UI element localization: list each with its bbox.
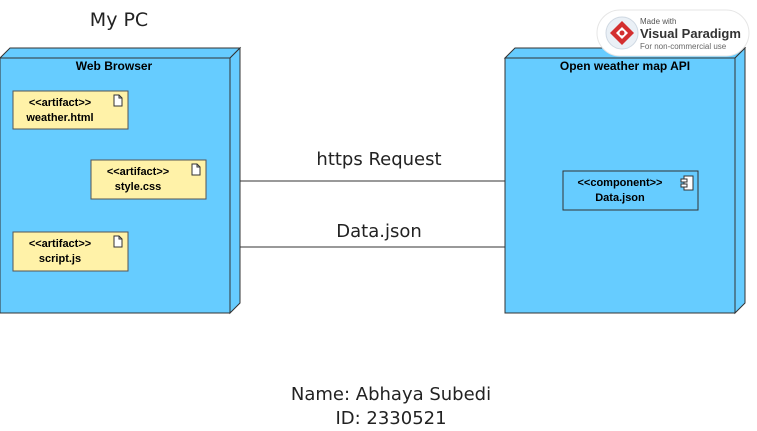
node-title: Open weather map API [560, 59, 690, 73]
artifact-box [12, 231, 129, 272]
visual-paradigm-watermark: Made with Visual Paradigm For non-commer… [596, 9, 750, 57]
component-icon [680, 175, 694, 191]
watermark-note: For non-commercial use [640, 42, 727, 51]
component-data-json[interactable]: <<component>> Data.json [562, 170, 699, 211]
artifact-script-js[interactable]: <<artifact>> script.js [12, 231, 129, 272]
artifact-stereotype: <<artifact>> [29, 97, 91, 109]
artifact-stereotype: <<artifact>> [29, 238, 91, 250]
connector-label: Data.json [336, 221, 422, 242]
connector-data-json[interactable]: Data.json [240, 221, 505, 248]
node-title: Web Browser [76, 59, 153, 73]
pc-label: My PC [90, 9, 148, 31]
connector-https-request[interactable]: https Request [240, 149, 505, 182]
author-id: ID: 2330521 [335, 408, 446, 429]
watermark-brand: Visual Paradigm [640, 26, 741, 41]
component-box [562, 170, 699, 211]
artifact-weather-html[interactable]: <<artifact>> weather.html [12, 90, 129, 130]
node-top-face [0, 47, 242, 59]
document-icon [191, 163, 201, 176]
artifact-box [12, 90, 129, 130]
artifact-stereotype: <<artifact>> [107, 166, 169, 178]
artifact-box [90, 159, 207, 200]
node-side-face [229, 46, 241, 315]
author-name: Name: Abhaya Subedi [291, 384, 491, 405]
artifact-name: weather.html [25, 112, 93, 124]
document-icon [113, 235, 123, 248]
watermark-badge [596, 9, 750, 57]
artifact-name: script.js [39, 253, 81, 265]
artifact-name: style.css [115, 181, 161, 193]
watermark-made-with: Made with [640, 17, 676, 26]
document-icon [113, 94, 123, 107]
component-stereotype: <<component>> [578, 177, 663, 189]
component-name: Data.json [595, 192, 645, 204]
connector-label: https Request [316, 149, 441, 170]
visual-paradigm-logo-icon [605, 16, 639, 50]
node-side-face [734, 46, 746, 315]
artifact-style-css[interactable]: <<artifact>> style.css [90, 159, 207, 200]
